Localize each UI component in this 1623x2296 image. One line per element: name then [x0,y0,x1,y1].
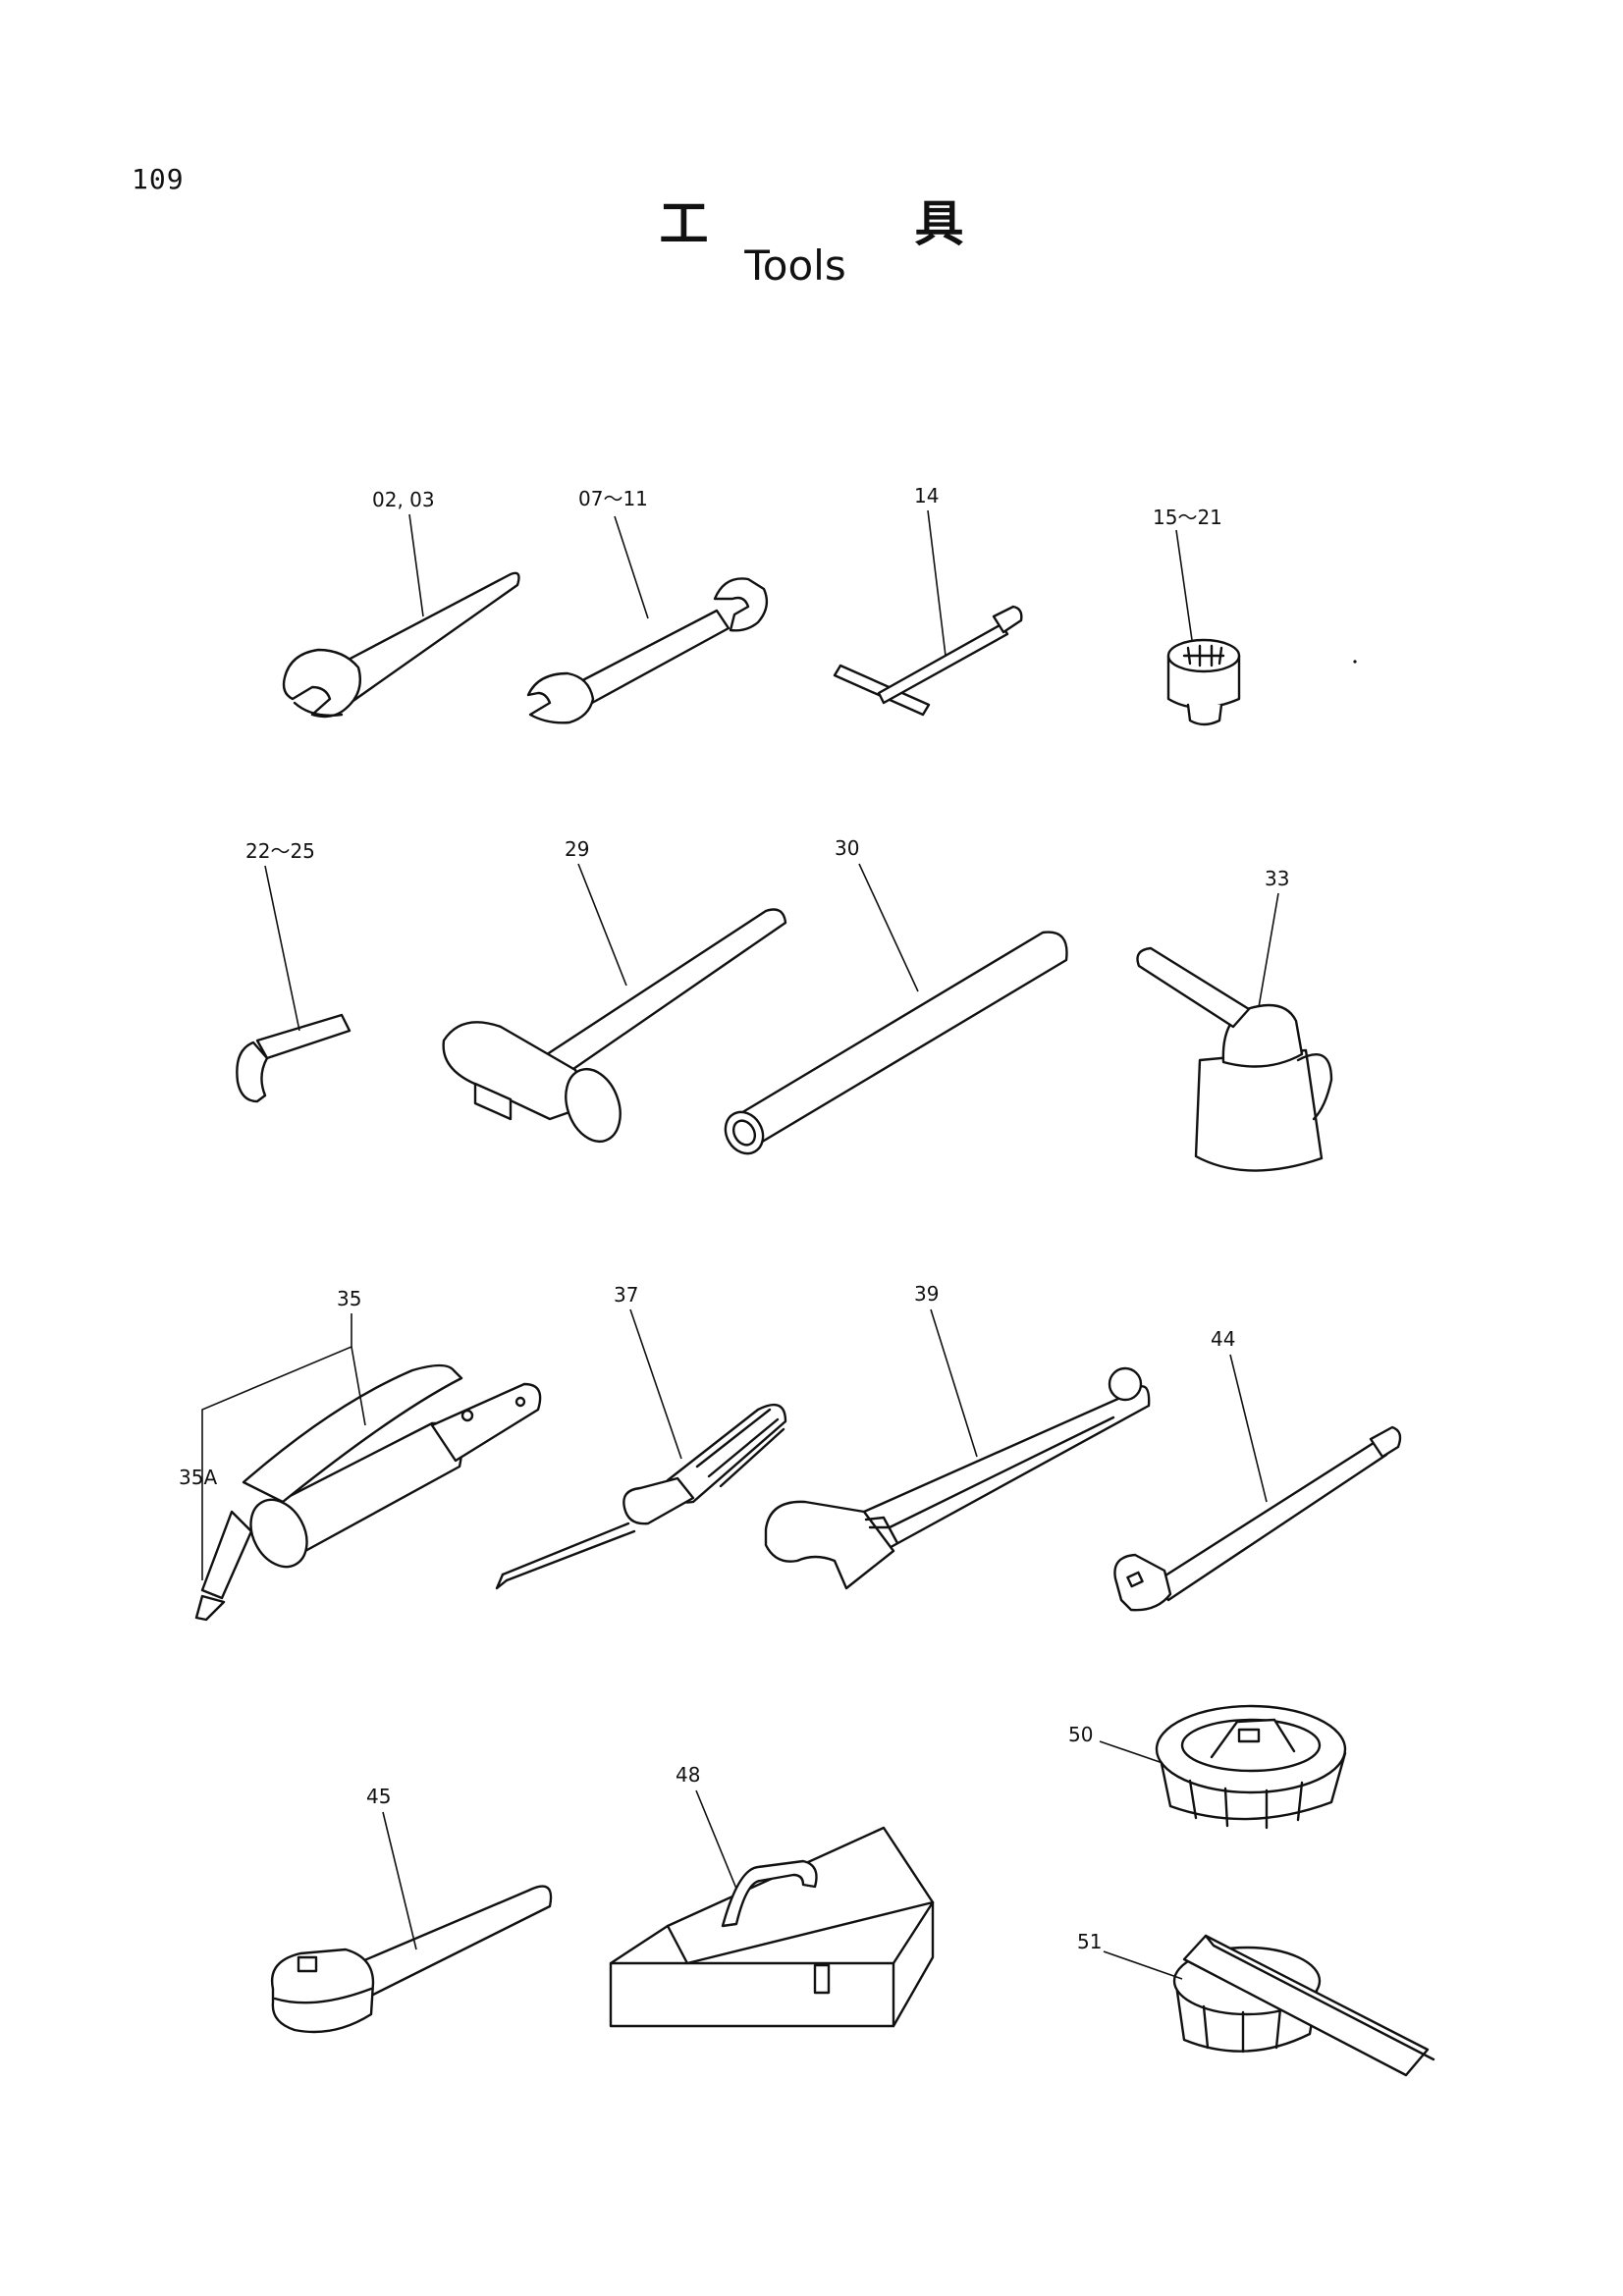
callout-48: 48 [676,1763,700,1787]
callout-29-leader [577,863,627,987]
page-number: 109 [132,163,185,195]
callout-02-03-leader [408,513,424,617]
callout-51-leader [1103,1950,1183,1980]
callout-44: 44 [1211,1327,1235,1351]
extension-pipe-icon [724,931,1068,1155]
callout-07-11-leader [614,515,649,619]
callout-50-leader [1099,1740,1163,1764]
callout-30: 30 [835,836,859,860]
filter-wrench-icon [1155,1704,1347,1830]
callout-15-21-leader [1175,529,1193,641]
screwdriver-icon [495,1403,787,1590]
stray-dot [1353,660,1357,664]
callout-29: 29 [565,837,589,861]
grease-gun-icon [194,1363,542,1622]
callout-22-25: 22～25 [245,839,315,863]
callout-07-11: 07～11 [578,487,648,510]
callout-51: 51 [1077,1930,1102,1953]
callout-02-03: 02, 03 [372,488,435,511]
callout-30-leader [858,863,919,992]
double-open-end-wrench-icon [526,577,769,724]
callout-35-leader [201,1313,352,1580]
t-handle-socket-wrench-icon [833,605,1023,717]
callout-39-leader [930,1308,978,1458]
hammer-icon [442,908,787,1143]
callout-33: 33 [1265,867,1289,890]
extension-bar-icon [1113,1425,1402,1612]
oil-can-icon [1136,946,1333,1172]
callout-48-leader [695,1789,737,1890]
callout-22-25-leader [264,865,300,1032]
callout-45: 45 [366,1785,391,1808]
socket-icon [1166,638,1241,726]
filter-wrench-with-handle-icon [1172,1934,1435,2077]
callout-35-leader-branch [351,1346,366,1426]
callout-45-leader [382,1811,417,1950]
tool-box-icon [609,1826,935,2028]
ratchet-handle-icon [270,1885,553,2034]
page-title-english: Tools [744,241,846,290]
callout-14-leader [927,509,947,657]
callout-14: 14 [914,484,939,507]
callout-35a: 35A [179,1466,217,1489]
single-open-end-wrench-icon [282,571,520,719]
callout-15-21: 15～21 [1153,506,1222,529]
callout-50: 50 [1068,1723,1093,1746]
hex-key-icon [236,1013,352,1103]
callout-33-leader [1258,892,1279,1008]
adjustable-wrench-icon [764,1366,1151,1590]
callout-37: 37 [614,1283,638,1307]
page-title-japanese: 工具 [659,195,1170,252]
callout-35: 35 [337,1287,361,1310]
callout-37-leader [629,1308,682,1460]
callout-44-leader [1229,1354,1268,1503]
callout-39: 39 [914,1282,939,1306]
